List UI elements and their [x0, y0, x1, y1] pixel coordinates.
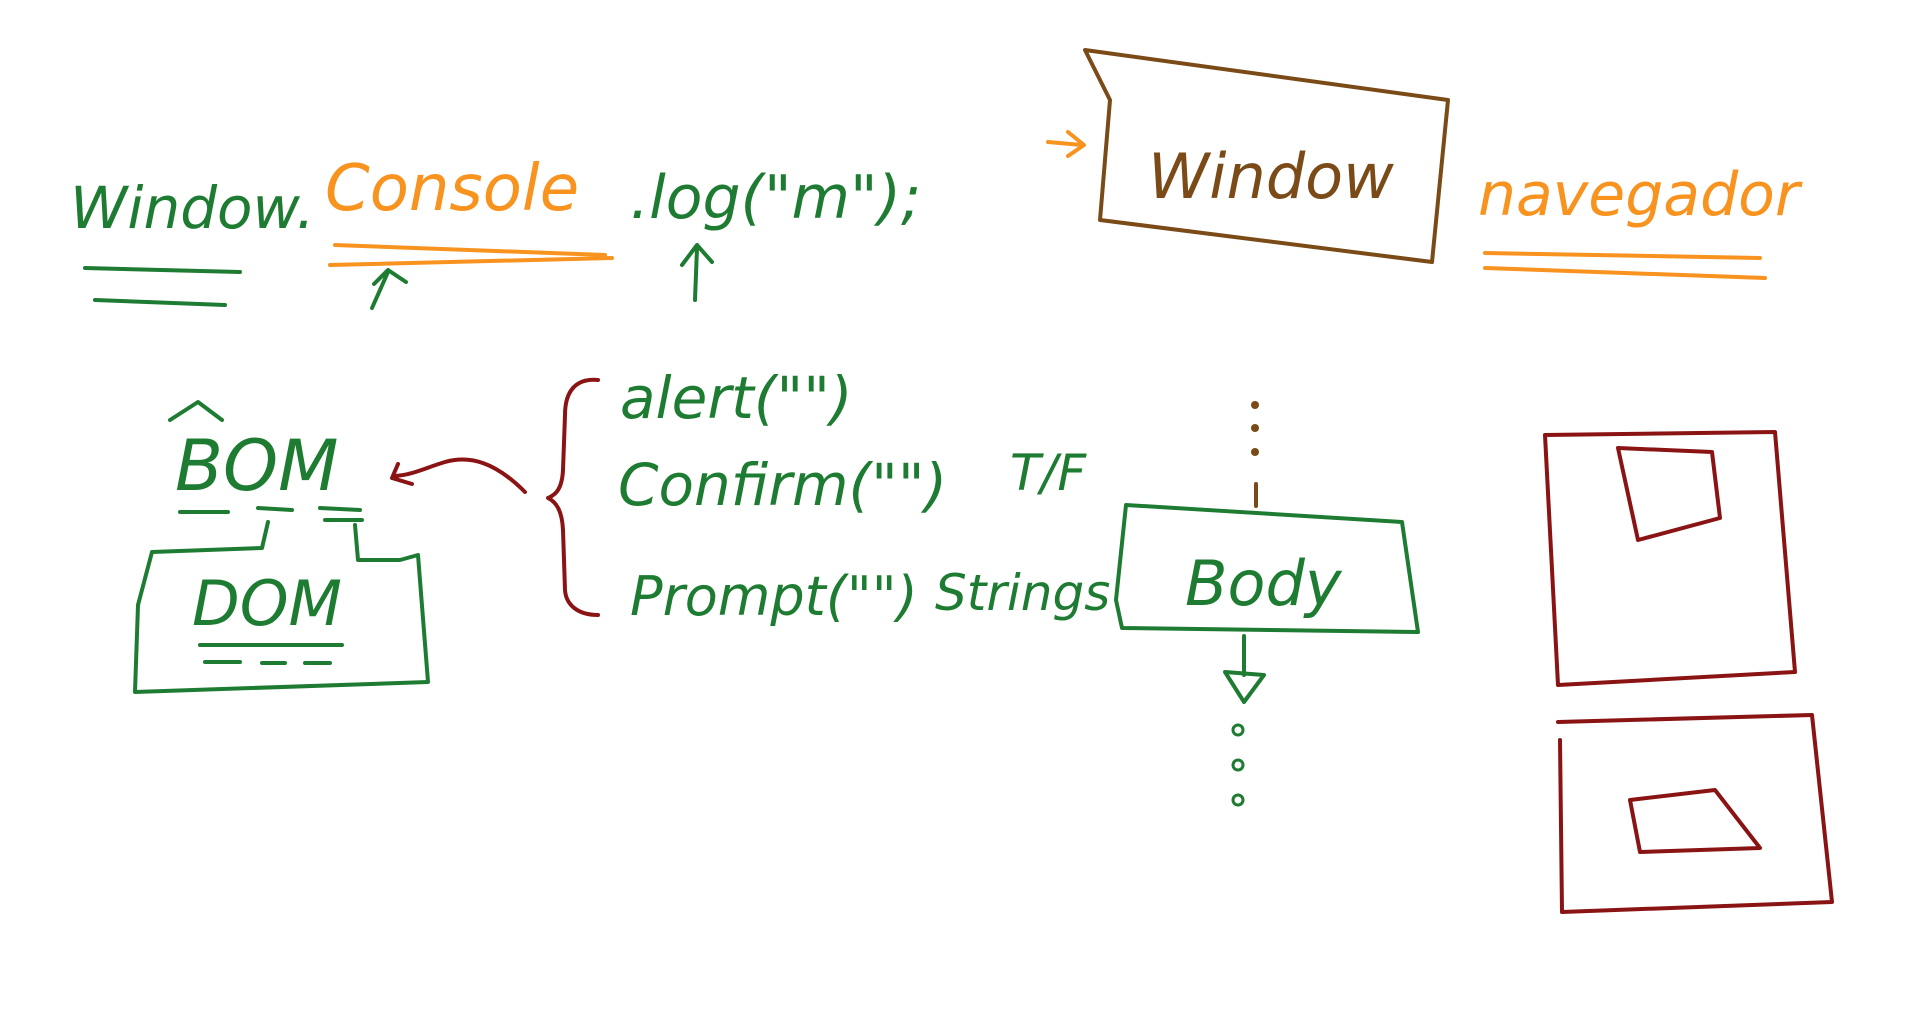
navegador-group: navegador [1478, 160, 1803, 280]
confirm-text: Confirm("") [618, 451, 947, 519]
window-box-outline [1083, 48, 1450, 264]
navegador-text: navegador [1478, 160, 1803, 230]
prompt-result-text: Strings [935, 564, 1110, 622]
bom-hat-mark [168, 400, 224, 422]
bom-text: BOM [175, 425, 339, 507]
bom-dom-group: BOM DOM [133, 400, 430, 694]
body-group: Body [1114, 401, 1420, 807]
frame-sketch-top [1543, 430, 1797, 687]
log-call-text: .log("m"); [630, 163, 921, 233]
frame-bottom-outer [1556, 713, 1834, 914]
body-box-outline [1114, 503, 1420, 634]
methods-list: alert("") Confirm("") T/F Prompt("") Str… [618, 364, 1110, 628]
dom-text: DOM [192, 567, 342, 640]
frame-top-inner [1616, 446, 1722, 542]
dom-underline [198, 643, 344, 665]
code-line: Window. Console .log("m"); [70, 152, 921, 310]
body-bottom-dots [1231, 723, 1245, 807]
bom-underline [178, 506, 364, 522]
console-pointer-arrow [370, 268, 408, 310]
frame-top-outer [1543, 430, 1797, 687]
frame-bottom-inner [1628, 788, 1762, 854]
window-box: Window [1046, 48, 1450, 264]
brace-to-bom-arrow [390, 457, 527, 494]
console-text: Console [325, 152, 579, 226]
window-entry-arrow [1046, 130, 1086, 158]
prompt-text: Prompt("") [630, 565, 918, 628]
body-box-label: Body [1185, 547, 1343, 620]
body-top-dots [1251, 401, 1259, 456]
window-underline [83, 266, 242, 307]
confirm-result-text: T/F [1010, 444, 1087, 502]
console-underline [328, 243, 614, 267]
window-box-label: Window [1148, 140, 1394, 213]
log-pointer-arrow [680, 243, 714, 302]
window-prefix-text: Window. [70, 174, 315, 242]
methods-brace [546, 377, 600, 617]
alert-text: alert("") [620, 364, 853, 432]
bom-dom-box [133, 520, 430, 694]
frame-sketch-bottom [1556, 713, 1834, 914]
body-down-arrow [1223, 634, 1266, 704]
navegador-underline [1483, 251, 1767, 280]
